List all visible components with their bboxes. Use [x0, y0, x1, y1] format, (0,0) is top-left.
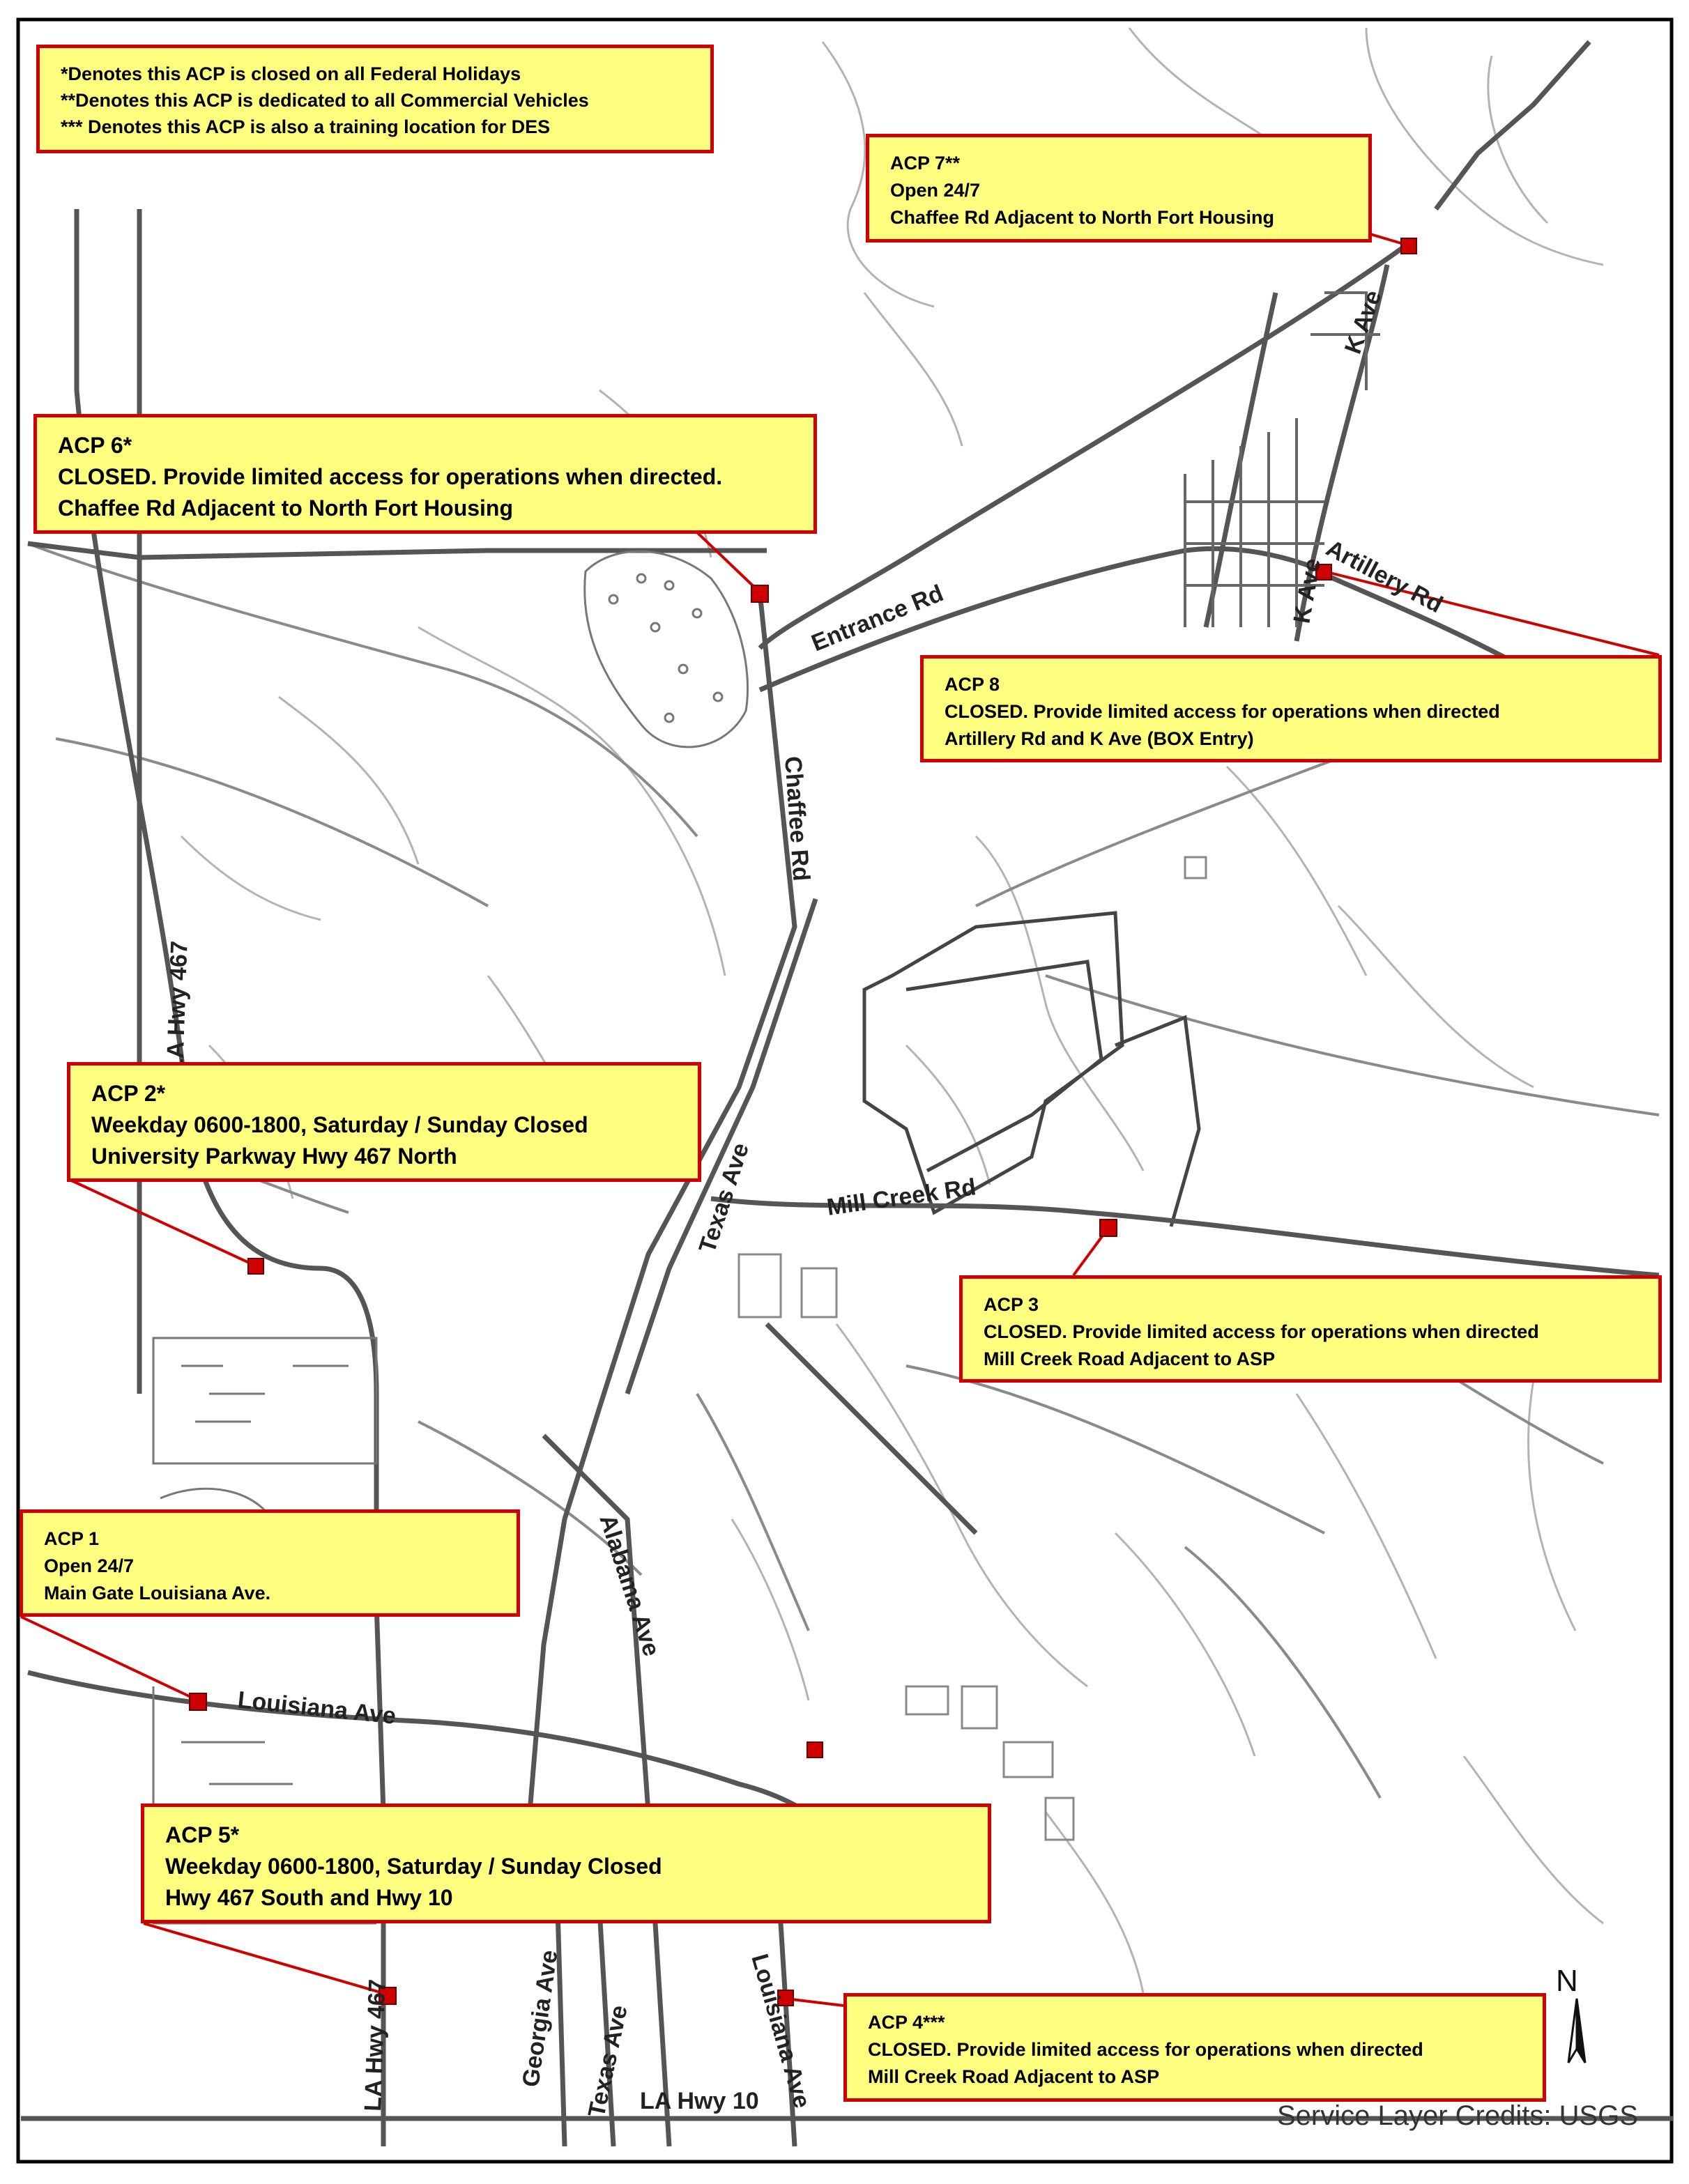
acp-1-title: ACP 1	[44, 1528, 100, 1549]
major-roads	[21, 40, 1673, 2147]
legend-line-1: *Denotes this ACP is closed on all Feder…	[61, 63, 521, 84]
acp-7-title: ACP 7**	[890, 153, 961, 174]
acp-6-title: ACP 6*	[58, 433, 132, 458]
acp-6-line-2: Chaffee Rd Adjacent to North Fort Housin…	[58, 495, 514, 521]
acp-markers	[189, 238, 1417, 2006]
acp-3-marker	[1099, 1219, 1117, 1237]
north-fort-housing	[1184, 291, 1380, 627]
north-arrow-icon	[1567, 1998, 1587, 2063]
road-label-la-hwy-467-north: LA Hwy 467	[162, 940, 193, 1073]
acp-7-callout: ACP 7** Open 24/7 Chaffee Rd Adjacent to…	[866, 134, 1372, 243]
acp-4-marker	[777, 1990, 794, 2006]
acp-8-callout: ACP 8 CLOSED. Provide limited access for…	[920, 655, 1662, 762]
legend-box: *Denotes this ACP is closed on all Feder…	[36, 45, 714, 153]
acp-3-line-1: CLOSED. Provide limited access for opera…	[984, 1321, 1539, 1342]
acp-1-line-2: Main Gate Louisiana Ave.	[44, 1583, 271, 1604]
acp-4-line-2: Mill Creek Road Adjacent to ASP	[868, 2066, 1160, 2087]
acp-3-title: ACP 3	[984, 1294, 1039, 1315]
acp-5-title: ACP 5*	[165, 1822, 240, 1847]
mill-creek-loop	[862, 911, 1201, 1227]
acp-6-marker	[751, 585, 769, 603]
acp-2-line-1: Weekday 0600-1800, Saturday / Sunday Clo…	[91, 1112, 588, 1137]
facility-blocks	[737, 856, 1207, 1841]
acp-2-title: ACP 2*	[91, 1081, 166, 1106]
acp-7-line-2: Chaffee Rd Adjacent to North Fort Housin…	[890, 207, 1274, 228]
acp-5-callout: ACP 5* Weekday 0600-1800, Saturday / Sun…	[141, 1804, 991, 1923]
acp-4-callout: ACP 4*** CLOSED. Provide limited access …	[843, 1993, 1546, 2102]
legend-line-3: *** Denotes this ACP is also a training …	[61, 116, 551, 137]
acp-1-line-1: Open 24/7	[44, 1555, 135, 1576]
acp-3-callout: ACP 3 CLOSED. Provide limited access for…	[959, 1275, 1662, 1383]
legend-line-2: **Denotes this ACP is dedicated to all C…	[61, 90, 589, 111]
cul-de-sac-housing	[583, 550, 749, 748]
acp-7-marker	[1400, 238, 1417, 254]
north-label: N	[1556, 1964, 1578, 1998]
acp-5-line-1: Weekday 0600-1800, Saturday / Sunday Clo…	[165, 1854, 662, 1879]
acp-2-marker	[247, 1258, 264, 1275]
acp-5-marker	[379, 1987, 397, 2005]
acp-8-marker	[1315, 564, 1332, 580]
acp-4-title: ACP 4***	[868, 2012, 945, 2033]
acp-1-callout: ACP 1 Open 24/7 Main Gate Louisiana Ave.	[20, 1509, 520, 1617]
acp-8-line-2: Artillery Rd and K Ave (BOX Entry)	[945, 728, 1254, 749]
map-frame	[16, 17, 1674, 2164]
acp-2-line-2: University Parkway Hwy 467 North	[91, 1144, 457, 1169]
leader-lines	[20, 233, 1660, 2007]
acp-2-callout: ACP 2* Weekday 0600-1800, Saturday / Sun…	[67, 1062, 701, 1182]
acp-8-line-1: CLOSED. Provide limited access for opera…	[945, 701, 1500, 722]
acp-5-line-2: Hwy 467 South and Hwy 10	[165, 1885, 453, 1910]
acp-8-title: ACP 8	[945, 674, 1000, 695]
road-label-la-hwy-10: LA Hwy 10	[640, 2088, 759, 2114]
acp-7-line-1: Open 24/7	[890, 180, 981, 201]
acp-6-callout: ACP 6* CLOSED. Provide limited access fo…	[33, 414, 817, 534]
acp-unnamed-marker	[807, 1741, 823, 1758]
acp-6-line-1: CLOSED. Provide limited access for opera…	[58, 464, 723, 489]
acp-3-line-2: Mill Creek Road Adjacent to ASP	[984, 1348, 1276, 1369]
service-layer-credits: Service Layer Credits: USGS	[1277, 2100, 1638, 2131]
road-label-la-hwy-467-south: LA Hwy 467	[360, 1978, 391, 2112]
acp-1-marker	[189, 1693, 207, 1711]
acp-4-line-1: CLOSED. Provide limited access for opera…	[868, 2039, 1423, 2060]
